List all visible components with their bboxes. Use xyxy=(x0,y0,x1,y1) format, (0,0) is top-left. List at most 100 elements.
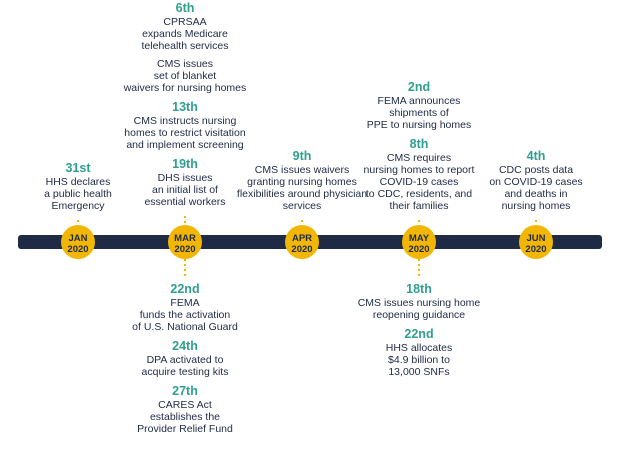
event-description-line: homes to restrict visitation xyxy=(124,127,246,139)
month-year: 2020 xyxy=(174,244,195,255)
event-description-line: DPA activated to xyxy=(146,354,224,366)
event-day: 22nd xyxy=(404,327,434,341)
event-description-line: essential workers xyxy=(144,196,226,208)
month-circle xyxy=(168,225,202,259)
month-label: JAN xyxy=(68,233,87,244)
event-description-line: CMS requires xyxy=(386,152,452,164)
event-description-line: $4.9 billion to xyxy=(388,354,450,366)
event-description-line: HHS allocates xyxy=(385,342,453,354)
event-description-line: to CDC, residents, and xyxy=(365,188,473,200)
event-day: 31st xyxy=(65,161,91,175)
event-description-line: establishes the xyxy=(149,411,221,423)
month-label: MAR xyxy=(174,233,196,244)
month-circle xyxy=(285,225,319,259)
month-circle xyxy=(61,225,95,259)
month-circle xyxy=(519,225,553,259)
event-description-line: a public health xyxy=(44,188,112,200)
event-description-line: DHS issues xyxy=(157,172,213,184)
event-description-line: CMS instructs nursing xyxy=(133,115,237,127)
month-year: 2020 xyxy=(67,244,88,255)
event-description-line: acquire testing kits xyxy=(141,366,229,378)
event-description-line: CDC posts data xyxy=(498,164,574,176)
event-day: 27th xyxy=(172,384,198,398)
event-description-line: telehealth services xyxy=(141,40,229,52)
event-day: 13th xyxy=(172,100,198,114)
event-description-line: reopening guidance xyxy=(372,309,466,321)
month-year: 2020 xyxy=(291,244,312,255)
event-description-line: of U.S. National Guard xyxy=(132,321,238,333)
event-description-line: flexibilities around physician xyxy=(236,188,368,200)
event-day: 2nd xyxy=(407,80,431,94)
event-day: 9th xyxy=(292,149,312,163)
event-day: 4th xyxy=(526,149,546,163)
event-description-line: Provider Relief Fund xyxy=(137,423,233,435)
event-description-line: expands Medicare xyxy=(142,28,228,40)
month-year: 2020 xyxy=(408,244,429,255)
event-description-line: set of blanket xyxy=(153,70,217,82)
event-description-line: CPRSAA xyxy=(163,16,207,28)
event-description-line: CARES Act xyxy=(158,399,212,411)
event-description-line: HHS declares xyxy=(45,176,111,188)
event-description-line: granting nursing homes xyxy=(247,176,357,188)
month-label: JUN xyxy=(526,233,545,244)
month-year: 2020 xyxy=(525,244,546,255)
month-label: APR xyxy=(292,233,312,244)
event-description-line: their families xyxy=(389,200,449,212)
event-description-line: an initial list of xyxy=(152,184,218,196)
event-description-line: nursing homes xyxy=(501,200,571,212)
event-description-line: 13,000 SNFs xyxy=(388,366,450,378)
event-description-line: FEMA announces xyxy=(377,95,461,107)
event-description-line: CMS issues waivers xyxy=(254,164,350,176)
event-description-line: and implement screening xyxy=(126,139,244,151)
event-description-line: Emergency xyxy=(51,200,105,212)
event-description-line: FEMA xyxy=(170,297,200,309)
event-description-line: CMS issues nursing home xyxy=(357,297,481,309)
event-description-line: shipments of xyxy=(389,107,449,119)
event-description-line: waivers for nursing homes xyxy=(123,82,247,94)
event-day: 22nd xyxy=(170,282,200,296)
event-description-line: COVID-19 cases xyxy=(379,176,459,188)
event-description-line: funds the activation xyxy=(139,309,231,321)
event-day: 6th xyxy=(175,1,195,15)
event-description-line: and deaths in xyxy=(504,188,568,200)
month-label: MAY xyxy=(409,233,430,244)
event-day: 24th xyxy=(172,339,198,353)
month-circle xyxy=(402,225,436,259)
event-day: 19th xyxy=(172,157,198,171)
event-description-line: nursing homes to report xyxy=(363,164,475,176)
event-description-line: CMS issues xyxy=(156,58,213,70)
event-day: 18th xyxy=(406,282,432,296)
event-description-line: on COVID-19 cases xyxy=(489,176,583,188)
event-day: 8th xyxy=(409,137,429,151)
event-description-line: services xyxy=(282,200,322,212)
event-description-line: PPE to nursing homes xyxy=(366,119,472,131)
